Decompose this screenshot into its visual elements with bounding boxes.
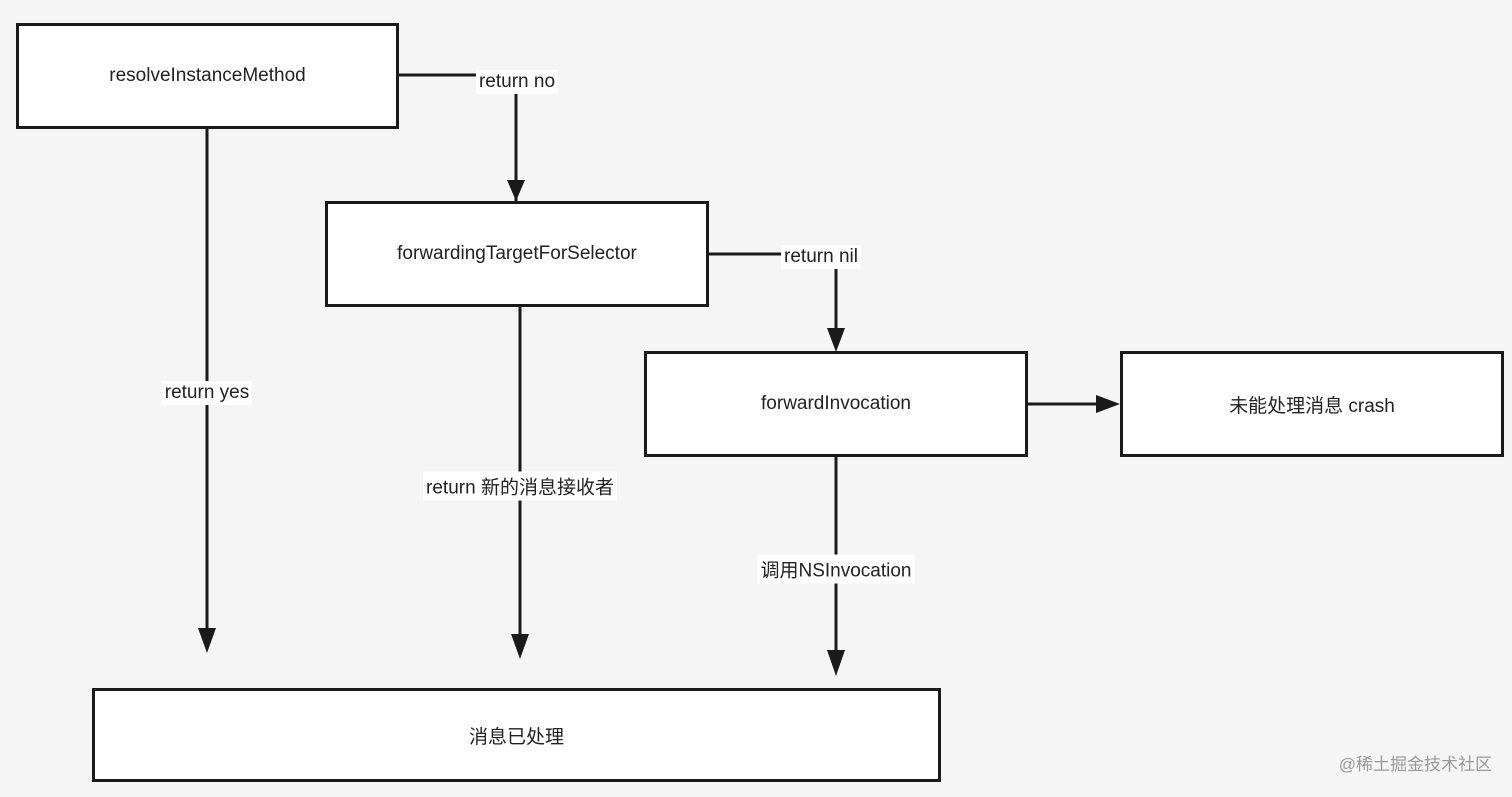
label-call-invocation: 调用NSInvocation <box>757 554 915 584</box>
label-return-nil: return nil <box>781 245 861 269</box>
node-forwarding-target-for-selector: forwardingTargetForSelector <box>325 201 709 307</box>
label-return-yes: return yes <box>161 381 253 405</box>
label-return-new-receiver: return 新的消息接收者 <box>423 471 617 501</box>
watermark: @稀土掘金技术社区 <box>1338 755 1492 774</box>
label-return-no: return no <box>475 70 559 94</box>
node-message-handled: 消息已处理 <box>92 688 941 782</box>
node-crash: 未能处理消息 crash <box>1120 351 1504 457</box>
node-resolve-instance-method: resolveInstanceMethod <box>16 23 399 129</box>
node-forward-invocation: forwardInvocation <box>644 351 1028 457</box>
